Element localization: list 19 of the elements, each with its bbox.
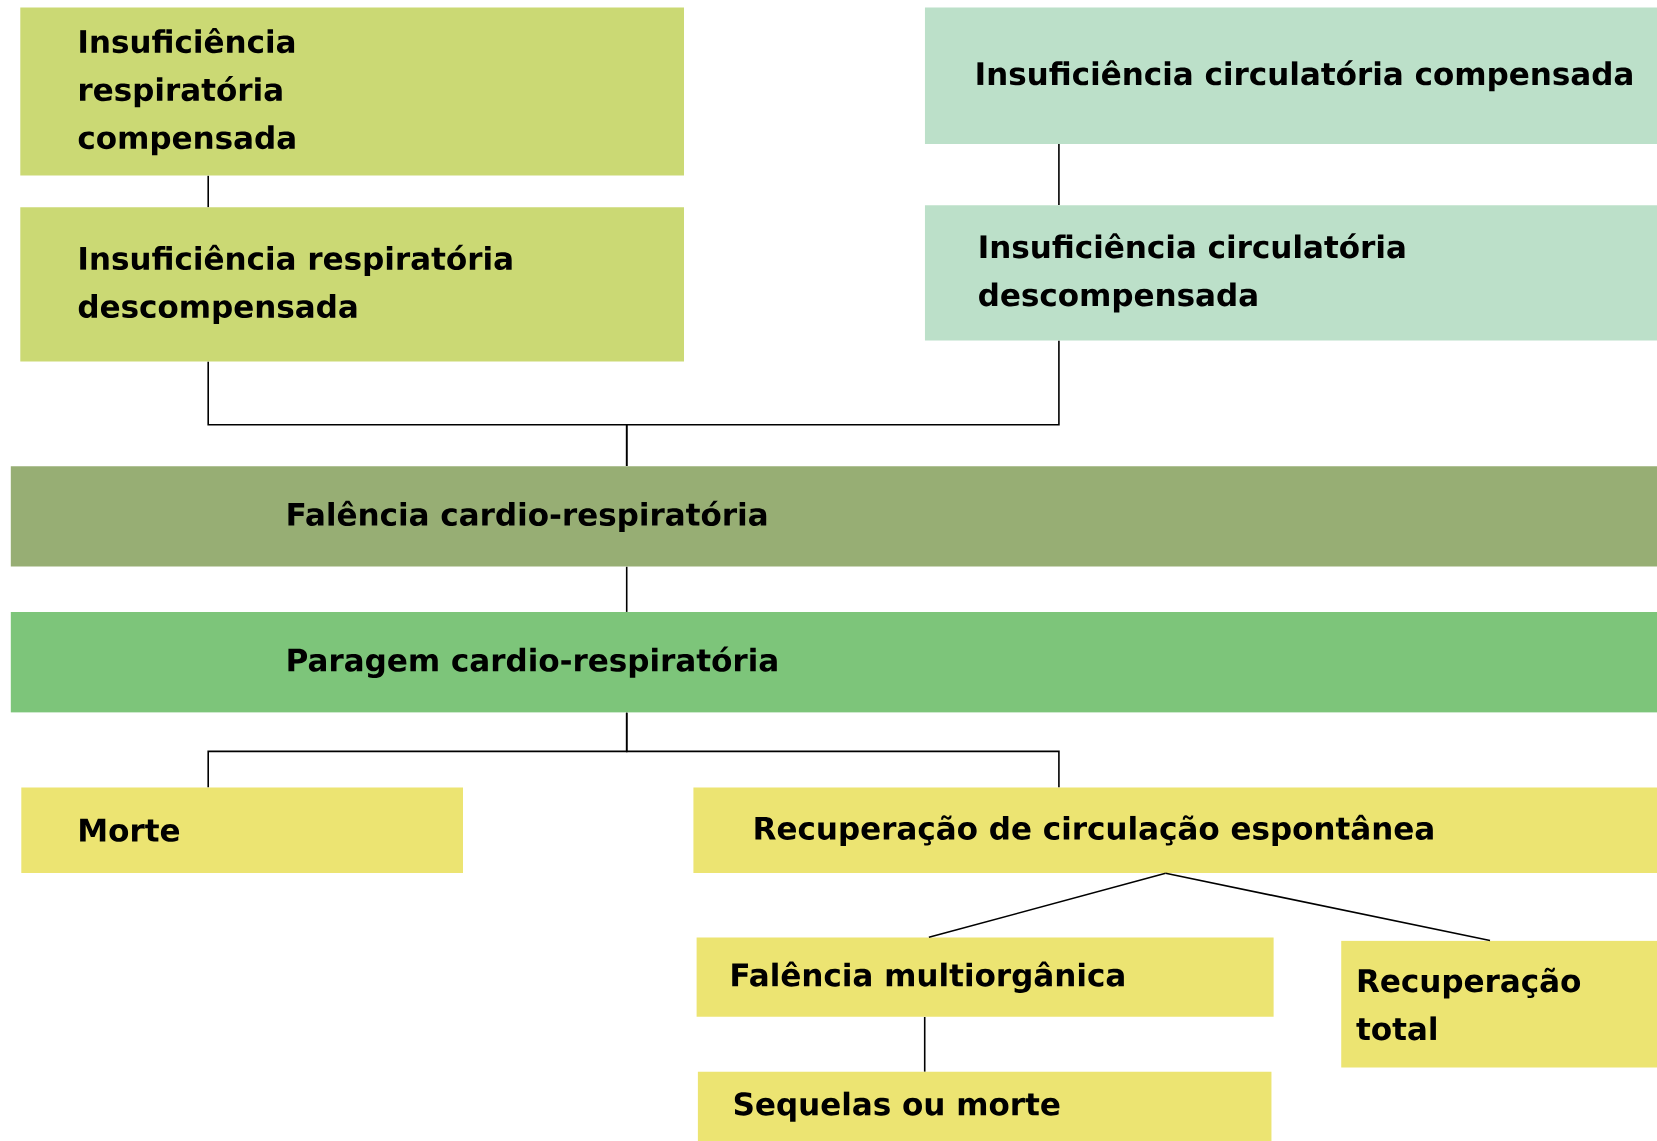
- process-box: Recuperação total: [1341, 940, 1657, 1068]
- process-box: Insuficiência respiratória descompensada: [20, 207, 684, 362]
- process-box: Recuperação de circulação espontânea: [693, 787, 1657, 874]
- process-box: Insuficiência circulatória descompensada: [924, 205, 1657, 341]
- connector-line: [923, 1016, 926, 1073]
- stage-band: Falência cardio-respiratória: [10, 466, 1657, 567]
- connector-line: [928, 872, 1167, 939]
- process-box: Morte: [21, 787, 463, 874]
- process-box: Insuficiência respiratória compensada: [20, 7, 684, 176]
- process-box: Sequelas ou morte: [697, 1071, 1272, 1141]
- stage-band: Paragem cardio-respiratória: [10, 612, 1657, 713]
- connector-line: [625, 711, 1060, 789]
- process-box: Falência multiorgânica: [696, 937, 1274, 1017]
- connector-line: [1164, 872, 1491, 942]
- connector-line: [625, 566, 628, 613]
- process-box: Insuficiência circulatória compensada: [924, 7, 1657, 144]
- connector-line: [207, 175, 209, 208]
- connector-line: [1058, 143, 1060, 206]
- connector-line: [625, 339, 1060, 467]
